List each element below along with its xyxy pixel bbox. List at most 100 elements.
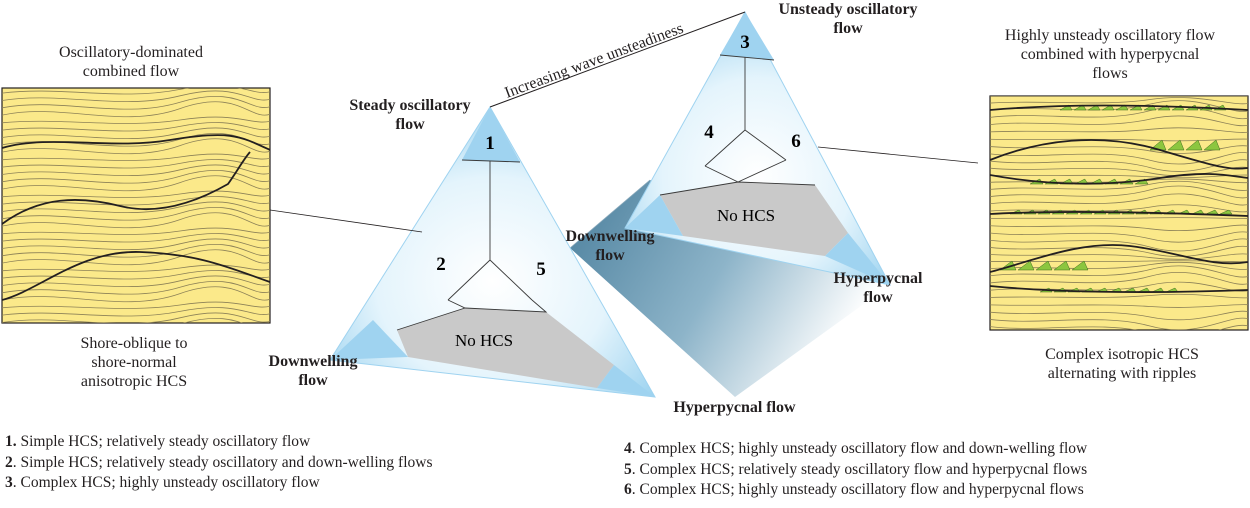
back-field-boundaries	[659, 54, 816, 196]
legend-number: 5	[624, 460, 632, 478]
left-lamination-panel	[0, 80, 272, 324]
lamina-line	[2, 96, 270, 110]
lamina-line	[990, 166, 1248, 177]
lamina-line	[990, 324, 1248, 330]
lamina-line	[990, 304, 1248, 308]
lamina-line	[990, 138, 1248, 142]
legend-text: . Complex HCS; highly unsteady oscillato…	[631, 440, 1088, 457]
front-downwelling-corner	[330, 320, 408, 360]
right-bounding-surfaces	[990, 104, 1248, 293]
prism-base	[570, 180, 890, 397]
front-no-hcs-label: No HCS	[455, 331, 513, 350]
front-downwelling-line-1: Downwelling	[268, 353, 358, 370]
back-hyperpycnal-line-2: flow	[863, 289, 893, 306]
lamina-line	[2, 101, 270, 118]
lamina-line	[990, 224, 1248, 232]
left-panel-caption: Shore-oblique to shore-normal anisotropi…	[40, 334, 228, 391]
lamina-line	[2, 238, 270, 251]
lamina-line	[2, 122, 270, 132]
lamina-line	[990, 253, 1248, 260]
classification-prism: Increasing wave unsteadiness 1 2 5 3 4 6…	[269, 10, 979, 398]
front-downwelling-label: Downwelling flow	[258, 352, 368, 390]
left-title-line-1: Oscillatory-dominated	[59, 44, 203, 61]
lamina-line	[990, 152, 1248, 165]
lamina-line	[2, 127, 270, 140]
lamina-line	[990, 106, 1248, 120]
ripple-mark	[1219, 209, 1233, 215]
lamina-line	[990, 145, 1248, 154]
front-ternary-triangle	[329, 106, 656, 398]
lamina-line	[990, 265, 1248, 278]
right-title-line-2: combined with hyperpycnal	[1020, 46, 1200, 63]
left-bounding-surfaces	[2, 134, 270, 301]
lamina-line	[990, 217, 1248, 219]
axis-label: Increasing wave unsteadiness	[502, 20, 685, 102]
front-hyperpycnal-line-1: Hyperpycnal flow	[673, 399, 796, 416]
right-laminae	[990, 96, 1248, 330]
right-caption-line-2: alternating with ripples	[1047, 365, 1197, 382]
lamina-line	[2, 249, 270, 266]
lamina-line	[2, 281, 270, 295]
legend-text: . Complex HCS; highly unsteady oscillato…	[631, 481, 1084, 498]
ripple-mark	[1017, 260, 1035, 271]
lamina-line	[2, 207, 270, 221]
lamina-line	[990, 159, 1248, 172]
back-apex-corner	[720, 12, 774, 60]
lamina-line	[2, 307, 270, 317]
lamina-line	[2, 264, 270, 272]
lamina-line	[990, 245, 1248, 257]
lamina-line	[2, 175, 270, 192]
lamina-line	[0, 80, 272, 86]
lamina-line	[990, 115, 1248, 127]
front-apex-line-2: flow	[395, 116, 425, 133]
lamina-line	[990, 317, 1248, 330]
lamina-line	[2, 244, 270, 258]
ripple-mark	[1185, 139, 1203, 151]
legend-left: 1. Simple HCS; relatively steady oscilla…	[5, 432, 432, 494]
back-hyperpycnal-line-1: Hyperpycnal	[833, 270, 923, 287]
legend-item-2: 2. Simple HCS; relatively steady oscilla…	[5, 453, 432, 474]
legend-number: 2	[5, 453, 13, 471]
left-caption-line-3: anisotropic HCS	[80, 373, 188, 390]
field-number-1: 1	[485, 133, 495, 154]
legend-right: 4. Complex HCS; highly unsteady oscillat…	[624, 439, 1087, 501]
lamina-line	[2, 233, 270, 243]
back-no-hcs-field	[660, 182, 848, 256]
ripple-mark	[1071, 260, 1089, 271]
lamina-line	[2, 88, 270, 95]
front-hyperpycnal-label: Hyperpycnal flow	[652, 398, 817, 417]
lamina-line	[2, 275, 270, 288]
back-apex-line-2: flow	[833, 20, 863, 37]
lamina-line	[2, 190, 270, 198]
unsteadiness-axis	[489, 11, 746, 108]
legend-text: Simple HCS; relatively steady oscillator…	[16, 433, 311, 450]
front-apex-label: Steady oscillatory flow	[320, 96, 500, 134]
ripple-mark	[1167, 139, 1185, 151]
back-downwelling-label: Downwelling flow	[560, 227, 660, 265]
legend-item-6: 6. Complex HCS; highly unsteady oscillat…	[624, 480, 1087, 501]
field-number-5: 5	[536, 259, 546, 280]
lamina-line	[2, 312, 270, 323]
legend-number: 1.	[5, 433, 17, 450]
lamina-line	[990, 272, 1248, 285]
lamina-line	[990, 193, 1248, 206]
lamina-line	[990, 185, 1248, 199]
lamina-line	[2, 301, 270, 309]
lamina-line	[990, 127, 1248, 133]
legend-number: 6	[624, 481, 632, 498]
right-panel-caption: Complex isotropic HCS alternating with r…	[1010, 345, 1234, 383]
front-apex-line-1: Steady oscillatory	[349, 97, 471, 114]
front-hyperpycnal-corner	[597, 365, 655, 397]
lamina-line	[990, 261, 1248, 270]
lamina-line	[2, 227, 270, 235]
lamina-line	[2, 164, 270, 177]
lamina-line	[990, 231, 1248, 243]
lamina-line	[990, 310, 1248, 321]
field-number-6: 6	[791, 131, 801, 152]
back-apex-label: Unsteady oscillatory flow	[753, 0, 943, 38]
back-apex-line-1: Unsteady oscillatory	[778, 1, 918, 18]
ripple-mark	[1053, 260, 1071, 271]
front-downwelling-line-2: flow	[298, 372, 328, 389]
right-title-line-3: flows	[1092, 65, 1128, 82]
